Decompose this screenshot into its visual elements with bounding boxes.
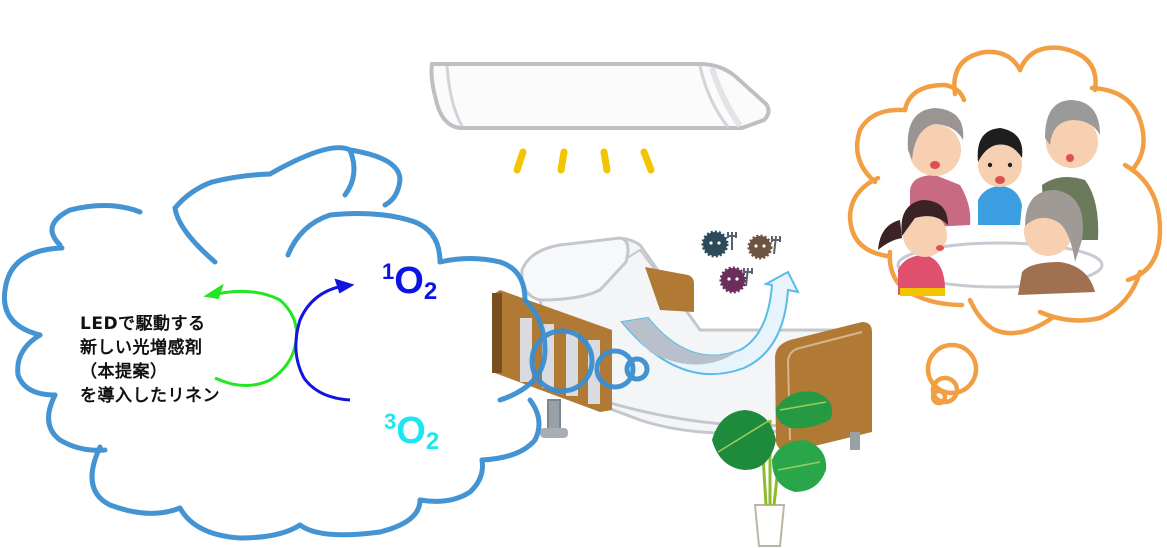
caption-line: を導入したリネン: [80, 386, 220, 406]
houseplant-icon: [712, 391, 833, 547]
caption-line: （本提案）: [80, 362, 168, 382]
family-gathering-icon: [878, 100, 1104, 296]
ceiling-light-icon: [429, 62, 771, 130]
blue-cycle-arrow: [294, 278, 355, 402]
singlet-oxygen-label: 1O2: [382, 259, 438, 305]
effect-arrow: [620, 270, 800, 376]
atom-count: 2: [425, 428, 440, 455]
linen-caption: LEDで駆動する 新しい光増感剤 （本提案） を導入したリネン: [80, 312, 220, 408]
triplet-oxygen-label: 3O2: [384, 409, 440, 455]
spin-multiplicity: 3: [384, 409, 397, 434]
atom-count: 2: [423, 278, 438, 305]
germs-icon: [701, 230, 781, 294]
light-rays: [513, 148, 655, 174]
speech-cloud: [1, 145, 650, 541]
thought-cloud: [847, 45, 1163, 406]
element-symbol: O: [394, 260, 424, 302]
caption-line: LEDで駆動する: [80, 314, 206, 334]
caption-line: 新しい光増感剤: [80, 338, 203, 358]
element-symbol: O: [396, 410, 426, 452]
spin-multiplicity: 1: [382, 259, 395, 284]
